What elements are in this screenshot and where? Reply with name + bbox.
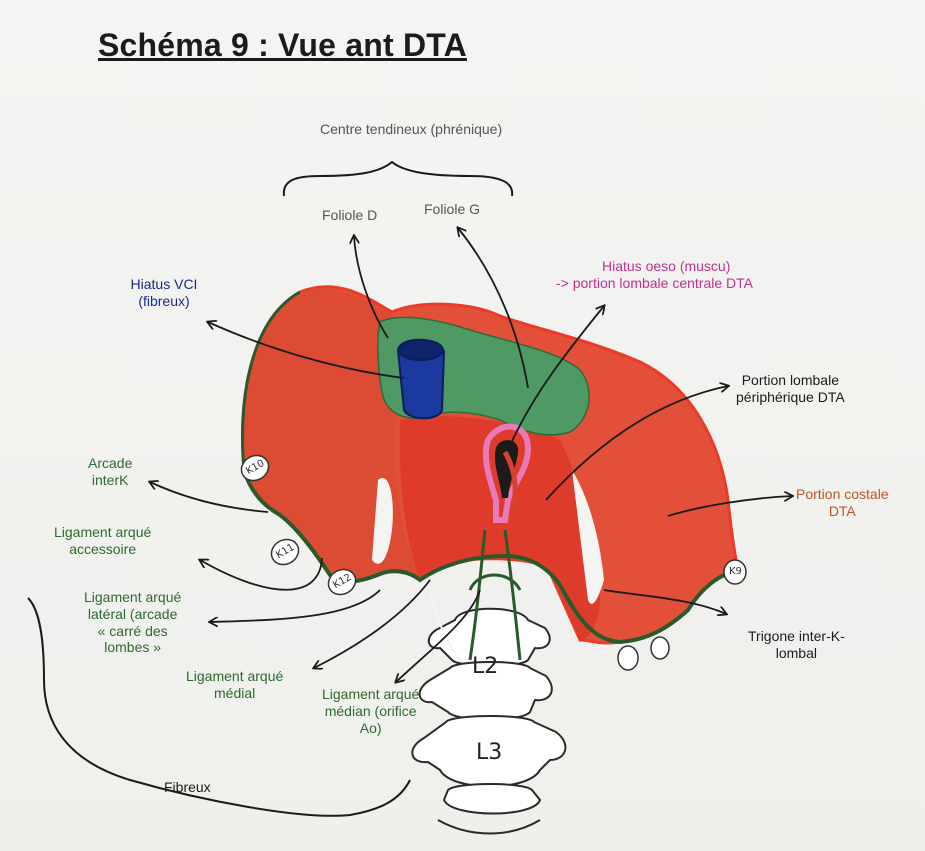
sacral-curve [438, 820, 540, 834]
label-lig-median: Ligament arqué médian (orifice Ao) [322, 686, 419, 736]
lower-rib-loop-2 [651, 637, 669, 659]
label-hiatus-vci-line1: Hiatus VCI [128, 276, 200, 293]
label-arcade-interk: Arcade interK [88, 455, 132, 489]
label-lig-lateral-line1: Ligament arqué [84, 589, 181, 606]
label-hiatus-oeso: Hiatus oeso (muscu) -> portion lombale c… [556, 258, 753, 292]
label-arcade-interk-line1: Arcade [88, 455, 132, 472]
label-portion-costale-line1: Portion costale [796, 486, 889, 503]
label-foliole-g: Foliole G [424, 201, 480, 218]
label-fibreux: Fibreux [164, 779, 211, 796]
label-lig-lateral-line3: « carré des [84, 623, 181, 640]
label-lig-lateral-line2: latéral (arcade [84, 606, 181, 623]
label-foliole-d: Foliole D [322, 207, 377, 224]
label-portion-costale: Portion costale DTA [796, 486, 889, 520]
vertebral-column [412, 609, 565, 834]
label-vertebra-l2: L2 [472, 654, 498, 680]
label-portion-costale-line2: DTA [796, 503, 889, 520]
label-lig-accessoire-line2: accessoire [54, 541, 151, 558]
label-rib-k9: K9 [729, 566, 742, 578]
page-title: Schéma 9 : Vue ant DTA [98, 26, 467, 64]
centre-tendineux-brace [284, 162, 512, 196]
label-lig-lateral: Ligament arqué latéral (arcade « carré d… [84, 589, 181, 656]
label-arcade-interk-line2: interK [88, 472, 132, 489]
label-centre-tendineux: Centre tendineux (phrénique) [320, 121, 502, 138]
label-trigone-line1: Trigone inter-K- [748, 628, 845, 645]
label-hiatus-vci-line2: (fibreux) [128, 293, 200, 310]
label-trigone-line2: lombal [748, 645, 845, 662]
label-lig-median-line1: Ligament arqué [322, 686, 419, 703]
label-hiatus-oeso-line1: Hiatus oeso (muscu) [556, 258, 753, 275]
label-lig-medial-line2: médial [186, 685, 283, 702]
label-hiatus-oeso-line2: -> portion lombale centrale DTA [556, 275, 753, 292]
vci-opening [399, 340, 443, 360]
label-lig-median-line2: médian (orifice [322, 703, 419, 720]
label-hiatus-vci: Hiatus VCI (fibreux) [128, 276, 200, 310]
label-trigone: Trigone inter-K- lombal [748, 628, 845, 662]
label-portion-lombale-line2: périphérique DTA [736, 389, 845, 406]
label-lig-accessoire: Ligament arqué accessoire [54, 524, 151, 558]
arrow-lig-accessoire [200, 558, 322, 590]
label-portion-lombale-line1: Portion lombale [736, 372, 845, 389]
label-lig-median-line3: Ao) [322, 720, 419, 737]
label-lig-medial: Ligament arqué médial [186, 668, 283, 702]
lower-rib-loop-1 [618, 646, 638, 670]
label-lig-lateral-line4: lombes » [84, 639, 181, 656]
label-lig-medial-line1: Ligament arqué [186, 668, 283, 685]
label-lig-accessoire-line1: Ligament arqué [54, 524, 151, 541]
arrow-lig-medial [314, 580, 430, 668]
arrow-lig-lateral [210, 590, 380, 622]
vertebra-l4 [444, 784, 540, 814]
label-portion-lombale: Portion lombale périphérique DTA [736, 372, 845, 406]
label-vertebra-l3: L3 [476, 740, 502, 766]
